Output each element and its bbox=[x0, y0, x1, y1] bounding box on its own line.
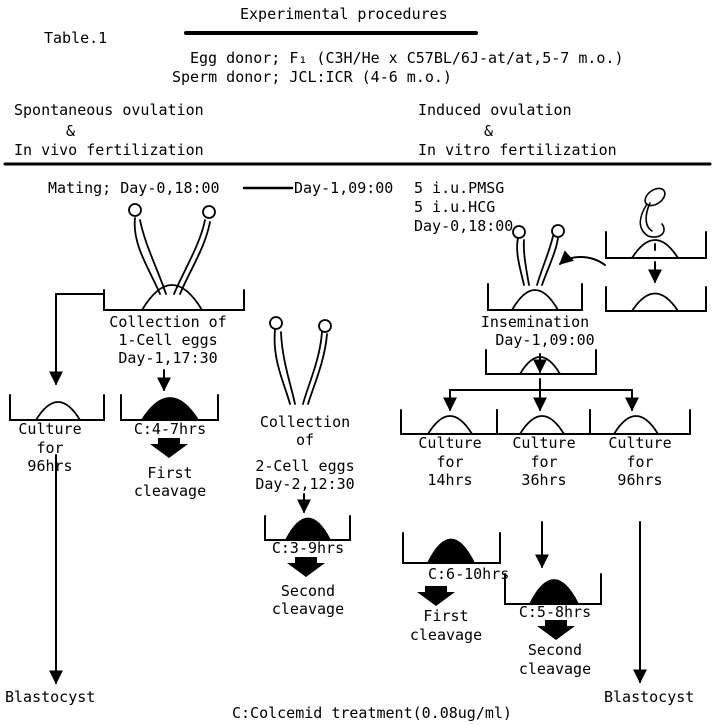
fat-arrow-second-cleavage-right bbox=[537, 620, 575, 640]
left-heading-2: In vivo fertilization bbox=[14, 142, 204, 159]
dish-colcemid-5-8 bbox=[505, 574, 601, 604]
mating-end: Day-1,09:00 bbox=[294, 180, 393, 197]
dish-insemination bbox=[488, 284, 582, 310]
day0-label: Day-0,18:00 bbox=[414, 218, 513, 235]
first-cleavage-right-l2: cleavage bbox=[396, 627, 496, 644]
colcemid-6-10-label: C:6-10hrs bbox=[428, 566, 509, 583]
fat-arrow-second-cleavage-left bbox=[287, 557, 325, 577]
female-reproductive-icon-2 bbox=[270, 317, 331, 404]
right-heading-1: Induced ovulation bbox=[418, 102, 572, 119]
left-heading-1: Spontaneous ovulation bbox=[14, 102, 204, 119]
pmsg-label: 5 i.u.PMSG bbox=[414, 180, 504, 197]
sperm-donor-line: Sperm donor; JCL:ICR (4-6 m.o.) bbox=[172, 69, 452, 86]
table-label: Table.1 bbox=[44, 30, 107, 47]
sperm-icon bbox=[640, 185, 668, 237]
culture-36-l3: 36hrs bbox=[494, 472, 594, 489]
culture-96-left-l2: for bbox=[0, 440, 100, 457]
dish-culture-14 bbox=[401, 410, 497, 434]
dish-culture-96-left bbox=[10, 395, 104, 420]
culture-14-l2: for bbox=[400, 454, 500, 471]
dish-culture-36 bbox=[497, 410, 590, 434]
collection-2cell-l3: 2-Cell eggs bbox=[245, 458, 365, 475]
right-heading-amp: & bbox=[484, 123, 493, 140]
colcemid-4-7-label: C:4-7hrs bbox=[120, 421, 220, 438]
colcemid-3-9-label: C:3-9hrs bbox=[258, 540, 358, 557]
insemination-time: Day-1,09:00 bbox=[480, 332, 610, 349]
culture-96-left-l3: 96hrs bbox=[0, 458, 100, 475]
colcemid-5-8-label: C:5-8hrs bbox=[505, 604, 605, 621]
dish-colcemid-6-10 bbox=[403, 533, 500, 563]
female-reproductive-icon-1 bbox=[129, 204, 215, 294]
culture-96-right-l1: Culture bbox=[590, 435, 690, 452]
first-cleavage-right-l1: First bbox=[396, 608, 496, 625]
egg-donor-line: Egg donor; F₁ (C3H/He x C57BL/6J-at/at,5… bbox=[190, 50, 623, 67]
fat-arrow-first-cleavage-right bbox=[417, 586, 455, 606]
mating-start: Mating; Day-0,18:00 bbox=[48, 180, 220, 197]
second-cleavage-left-l2: cleavage bbox=[258, 601, 358, 618]
diagram-title: Experimental procedures bbox=[240, 6, 448, 23]
collection-2cell-l2: of bbox=[250, 432, 360, 449]
second-cleavage-right-l2: cleavage bbox=[505, 661, 605, 678]
dish-collection-1cell bbox=[104, 285, 244, 310]
right-heading-2: In vitro fertilization bbox=[418, 142, 617, 159]
blastocyst-right: Blastocyst bbox=[604, 689, 694, 706]
culture-36-l2: for bbox=[494, 454, 594, 471]
collection-1cell-l1: Collection of bbox=[98, 314, 238, 331]
first-cleavage-left-l2: cleavage bbox=[120, 483, 220, 500]
culture-36-l1: Culture bbox=[494, 435, 594, 452]
blastocyst-left: Blastocyst bbox=[5, 689, 95, 706]
hcg-label: 5 i.u.HCG bbox=[414, 199, 495, 216]
dish-colcemid-3-9 bbox=[265, 516, 350, 540]
arrow-sperm-to-insemination bbox=[560, 257, 605, 265]
collection-1cell-l3: Day-1,17:30 bbox=[98, 350, 238, 367]
first-cleavage-left-l1: First bbox=[120, 465, 220, 482]
arrow-branch-right bbox=[540, 390, 632, 410]
collection-2cell-l1: Collection bbox=[250, 414, 360, 431]
second-cleavage-left-l1: Second bbox=[258, 583, 358, 600]
dish-colcemid-4-7 bbox=[121, 395, 218, 420]
dish-sperm-b bbox=[606, 287, 706, 311]
colcemid-legend: C:Colcemid treatment(0.08ug/ml) bbox=[232, 705, 512, 722]
culture-96-right-l2: for bbox=[590, 454, 690, 471]
second-cleavage-right-l1: Second bbox=[505, 642, 605, 659]
collection-2cell-l4: Day-2,12:30 bbox=[245, 476, 365, 493]
female-reproductive-icon-3 bbox=[513, 225, 564, 285]
dish-culture-96-right bbox=[590, 410, 690, 434]
branch-line-left bbox=[56, 294, 104, 384]
arrow-branch-left bbox=[450, 390, 540, 410]
culture-96-left-l1: Culture bbox=[0, 421, 100, 438]
insemination-label: Insemination bbox=[470, 314, 600, 331]
collection-1cell-l2: 1-Cell eggs bbox=[98, 332, 238, 349]
culture-96-right-l3: 96hrs bbox=[590, 472, 690, 489]
left-heading-amp: & bbox=[66, 123, 75, 140]
culture-14-l1: Culture bbox=[400, 435, 500, 452]
fat-arrow-first-cleavage-left bbox=[150, 438, 188, 458]
culture-14-l3: 14hrs bbox=[400, 472, 500, 489]
